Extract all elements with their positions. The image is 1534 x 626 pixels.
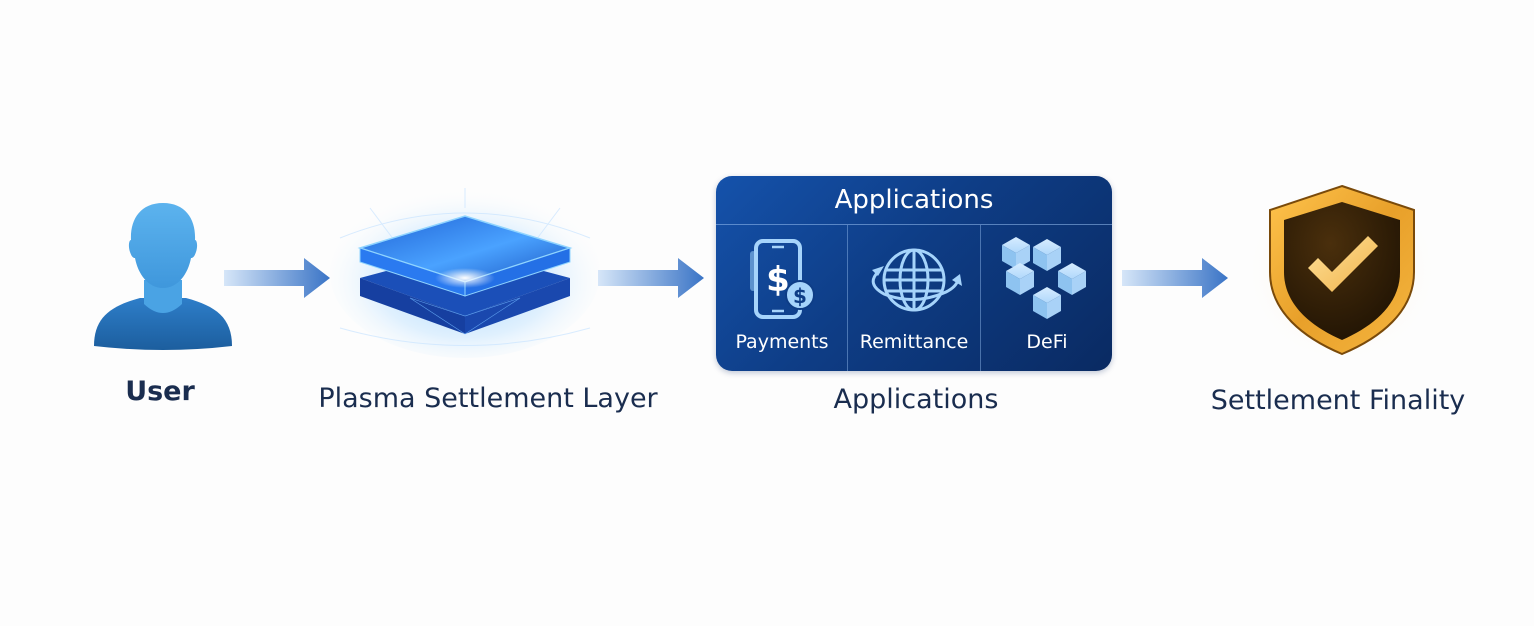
plasma-layer-node — [330, 178, 600, 358]
globe-transfer-icon — [871, 248, 962, 312]
flow-arrow-user-to-plasma — [224, 258, 330, 298]
applications-card: Applications $ $ Payments — [716, 176, 1112, 371]
defi-label: DeFi — [1026, 331, 1068, 353]
app-item-remittance: Remittance — [847, 225, 980, 371]
applications-label: Applications — [833, 384, 999, 415]
flow-arrow-applications-to-finality — [1122, 258, 1228, 298]
plasma-layer-label: Plasma Settlement Layer — [318, 383, 658, 414]
user-label: User — [125, 376, 195, 407]
svg-text:$: $ — [793, 284, 807, 308]
app-item-defi: DeFi — [980, 225, 1112, 371]
svg-text:$: $ — [766, 260, 790, 300]
blocks-icon — [1002, 237, 1086, 319]
flow-arrow-plasma-to-applications — [598, 258, 704, 298]
user-node — [88, 198, 238, 354]
finality-label: Settlement Finality — [1210, 385, 1466, 416]
shield-check-icon — [1246, 179, 1438, 363]
card-divider — [716, 224, 1112, 225]
remittance-label: Remittance — [859, 331, 969, 353]
user-silhouette-icon — [94, 203, 232, 350]
stacked-layers-icon — [330, 188, 600, 358]
applications-card-title: Applications — [834, 185, 994, 215]
app-item-payments: $ $ Payments — [716, 225, 848, 371]
mobile-payment-icon: $ $ — [750, 239, 815, 319]
finality-node — [1244, 176, 1440, 366]
payments-label: Payments — [735, 331, 829, 353]
